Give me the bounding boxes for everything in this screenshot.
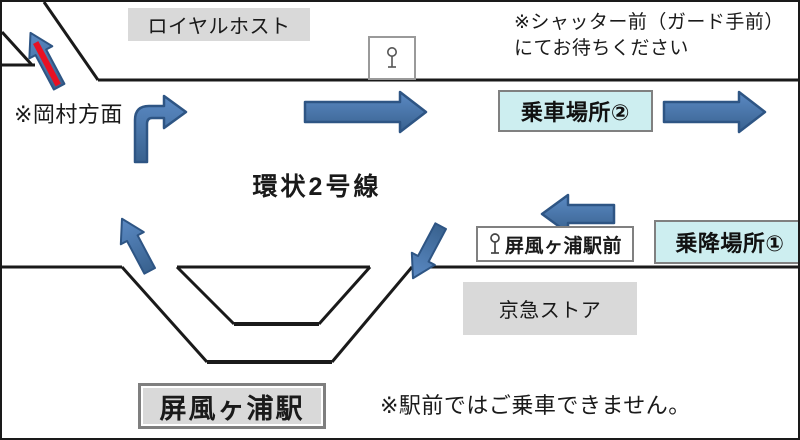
note-shutter: ※シャッター前（ガード手前） にてお待ちください bbox=[514, 10, 794, 70]
callout-boarding-1-text: 乗降場所① bbox=[675, 231, 785, 256]
place-label-royal-host: ロイヤルホスト bbox=[128, 8, 310, 41]
place-label-keikyu-store-text: 京急ストア bbox=[498, 300, 602, 322]
place-label-royal-host-text: ロイヤルホスト bbox=[147, 16, 291, 38]
station-label-text: 屏風ヶ浦駅 bbox=[159, 393, 305, 424]
bus-stop-pole-icon bbox=[387, 47, 397, 68]
road-sidestreet-edge-left bbox=[2, 30, 34, 67]
note-okamura: ※岡村方面 bbox=[14, 100, 144, 128]
road-plaza-edge-left bbox=[120, 265, 209, 364]
note-no-boarding: ※駅前ではご乗車できません。 bbox=[380, 391, 710, 421]
road-plaza-edge-right bbox=[330, 266, 414, 363]
note-shutter-line2: にてお待ちください bbox=[514, 37, 689, 59]
callout-boarding-2-text: 乗車場所② bbox=[520, 100, 631, 125]
place-label-keikyu-store: 京急ストア bbox=[463, 282, 637, 335]
road-island-left bbox=[175, 265, 236, 326]
road-sidestreet-edge-right bbox=[42, 2, 100, 81]
signpost-frame-icon bbox=[368, 36, 416, 80]
road-label-kanjo2-text: 環状2号線 bbox=[252, 173, 382, 201]
road-island-right bbox=[317, 265, 372, 326]
bus-stop-byobugaura-ekimae: 屏風ヶ浦駅前 bbox=[476, 226, 634, 262]
note-okamura-text: ※岡村方面 bbox=[14, 102, 123, 127]
note-no-boarding-text: ※駅前ではご乗車できません。 bbox=[380, 393, 691, 418]
road-label-kanjo2: 環状2号線 bbox=[238, 168, 396, 202]
bus-stop-label-text: 屏風ヶ浦駅前 bbox=[504, 235, 622, 257]
bus-stop-pole-icon bbox=[490, 233, 500, 254]
station-label-byobugaura: 屏風ヶ浦駅 bbox=[138, 383, 326, 429]
callout-boarding-1: 乗降場所① bbox=[654, 220, 798, 264]
note-shutter-line1: ※シャッター前（ガード手前） bbox=[514, 12, 784, 33]
callout-boarding-2: 乗車場所② bbox=[498, 90, 653, 132]
